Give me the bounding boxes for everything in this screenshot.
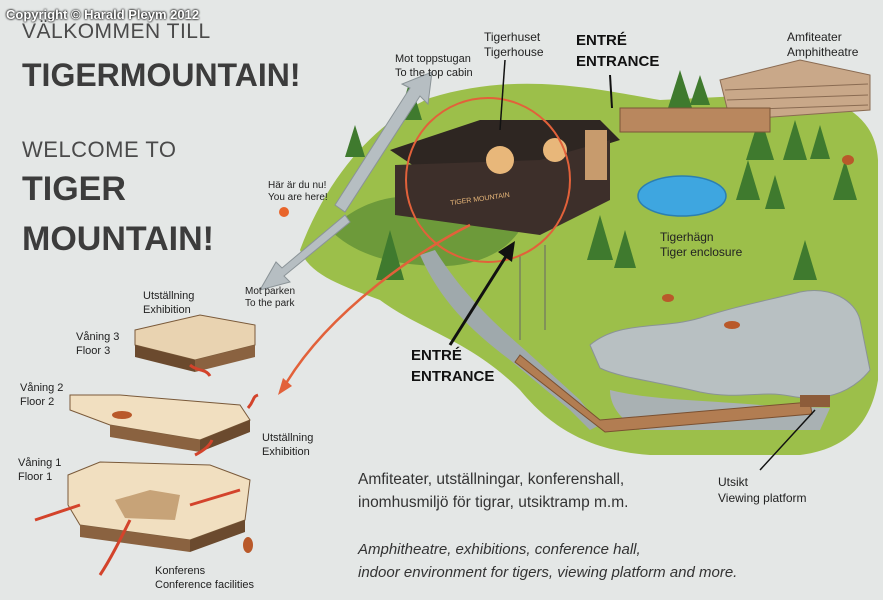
label-exhibition-top: Utställning Exhibition <box>143 289 194 317</box>
arrow-top-cabin <box>334 71 433 213</box>
you-are-here-dot <box>279 207 289 217</box>
label-floor3-en: Floor 3 <box>76 345 111 357</box>
description-sv-line1: Amfiteater, utställningar, konferenshall… <box>358 471 625 488</box>
label-floor-1: Våning 1 Floor 1 <box>18 456 61 484</box>
entrance-arrow <box>448 249 512 346</box>
label-you-are-here-sv: Här är du nu! <box>268 180 327 191</box>
label-amphitheatre: Amfiteater Amphitheatre <box>787 30 858 60</box>
label-enclosure-sv: Tigerhägn <box>660 230 714 244</box>
rock-cliff <box>589 290 871 399</box>
label-to-park-en: To the park <box>245 298 295 309</box>
label-enclosure-en: Tiger enclosure <box>660 245 743 259</box>
viewing-line <box>759 409 816 471</box>
tigerhouse-body <box>395 140 610 235</box>
label-exhibition-mid-en: Exhibition <box>262 446 310 458</box>
label-viewing-en: Viewing platform <box>718 491 807 505</box>
tree-group <box>345 70 857 280</box>
viewing-platform-deck <box>800 395 830 407</box>
label-exhibition-top-sv: Utställning <box>143 290 195 302</box>
label-tigerhouse-en: Tigerhouse <box>484 45 544 59</box>
label-tigerhouse: Tigerhuset Tigerhouse <box>484 30 544 60</box>
label-exhibition-mid: Utställning Exhibition <box>262 431 313 459</box>
label-you-are-here: Här är du nu! You are here! <box>268 180 328 204</box>
label-top-cabin-sv: Mot toppstugan <box>395 53 471 65</box>
arrow-to-park <box>258 214 351 291</box>
label-top-cabin-en: To the top cabin <box>395 67 473 79</box>
label-exhibition-mid-sv: Utställning <box>262 432 314 444</box>
pointer-arrow <box>283 223 471 386</box>
fence-line <box>519 245 546 340</box>
label-floor3-sv: Våning 3 <box>76 331 120 343</box>
label-entrance-mid: ENTRÉ ENTRANCE <box>411 345 494 387</box>
label-amphitheatre-sv: Amfiteater <box>787 30 842 44</box>
label-top-cabin: Mot toppstugan To the top cabin <box>395 52 473 80</box>
label-tiger-enclosure: Tigerhägn Tiger enclosure <box>660 230 742 260</box>
label-exhibition-top-en: Exhibition <box>143 304 191 316</box>
title-english-line2: MOUNTAIN! <box>22 220 214 258</box>
label-entrance-top-sv: ENTRÉ <box>576 32 627 49</box>
label-floor1-en: Floor 1 <box>18 471 53 483</box>
entrance-top-line <box>609 74 613 109</box>
label-floor-2: Våning 2 Floor 2 <box>20 381 63 409</box>
pond <box>637 175 727 217</box>
fence-wall <box>619 107 771 133</box>
title-english-line1: TIGER <box>22 170 126 208</box>
label-floor2-sv: Våning 2 <box>20 382 64 394</box>
label-amphitheatre-en: Amphitheatre <box>787 45 859 59</box>
description-swedish: Amfiteater, utställningar, konferenshall… <box>358 468 718 514</box>
label-entrance-top-en: ENTRANCE <box>576 53 660 70</box>
label-floor1-sv: Våning 1 <box>18 457 62 469</box>
floor-3-model <box>134 314 256 372</box>
label-entrance-top: ENTRÉ ENTRANCE <box>576 30 659 72</box>
welcome-english: WELCOME TO <box>22 137 177 162</box>
label-entrance-mid-sv: ENTRÉ <box>411 347 462 364</box>
description-sv-line2: inomhusmiljö för tigrar, utsiktramp m.m. <box>358 494 629 511</box>
description-en-line1: Amphitheatre, exhibitions, conference ha… <box>358 541 641 558</box>
highlight-circle <box>405 97 571 263</box>
label-conference-en: Conference facilities <box>155 579 255 591</box>
label-viewing-platform: Utsikt Viewing platform <box>718 474 807 506</box>
red-flow-arrows <box>34 363 259 576</box>
label-floor2-en: Floor 2 <box>20 396 55 408</box>
label-conference-sv: Konferens <box>155 565 206 577</box>
window-highlight <box>486 146 514 174</box>
tiger-figures <box>112 155 854 553</box>
label-to-park-sv: Mot parken <box>245 286 296 297</box>
welcome-swedish: VÄLKOMMEN TILL <box>22 20 211 43</box>
label-entrance-mid-en: ENTRANCE <box>411 368 495 385</box>
description-en-line2: indoor environment for tigers, viewing p… <box>358 564 738 581</box>
label-you-are-here-en: You are here! <box>268 192 328 203</box>
floor-2-model <box>69 394 251 452</box>
label-conference: Konferens Conference facilities <box>155 564 254 592</box>
label-viewing-sv: Utsikt <box>718 475 748 489</box>
floor-1-model <box>67 461 251 552</box>
tigerhouse-line <box>499 59 506 131</box>
label-floor-3: Våning 3 Floor 3 <box>76 330 119 358</box>
label-tigerhouse-sv: Tigerhuset <box>484 30 541 44</box>
description-english: Amphitheatre, exhibitions, conference ha… <box>358 538 778 584</box>
title-swedish: TIGERMOUNTAIN! <box>22 57 301 93</box>
copyright-text: Copyright © Harald Pleym 2012 <box>6 7 200 22</box>
label-to-park: Mot parken To the park <box>245 286 295 310</box>
